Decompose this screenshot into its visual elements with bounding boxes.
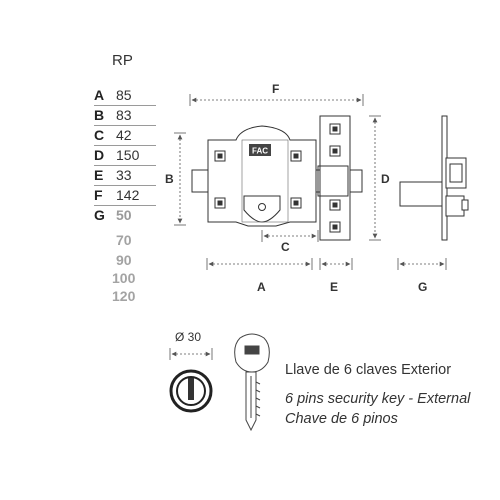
- dimension-lines: [174, 94, 447, 270]
- bolt-body: [207, 125, 317, 227]
- spec-row-e: E 33: [94, 166, 156, 186]
- spec-row-a: A 85: [94, 86, 156, 106]
- spec-row-f: F 142: [94, 186, 156, 206]
- spec-key: B: [94, 107, 105, 123]
- dim-label-e: E: [330, 280, 339, 294]
- spec-value: 42: [116, 127, 132, 143]
- bolt-side-view: [399, 115, 469, 241]
- spec-key: D: [94, 147, 105, 163]
- dim-label-d: D: [381, 172, 390, 186]
- spec-row-b: B 83: [94, 106, 156, 126]
- dim-label-c: C: [281, 240, 290, 254]
- spec-value: 150: [116, 147, 140, 163]
- spec-value: 33: [116, 167, 132, 183]
- spec-key: F: [94, 187, 103, 203]
- spec-row-g: G 50: [94, 206, 156, 225]
- g-value: 100: [112, 270, 136, 286]
- spec-key: G: [94, 207, 105, 223]
- spec-value: 50: [116, 207, 132, 223]
- g-value: 120: [112, 288, 136, 304]
- cylinder-view: [169, 348, 213, 413]
- spec-value: 83: [116, 107, 132, 123]
- spec-row-d: D 150: [94, 146, 156, 166]
- g-value: 90: [116, 252, 132, 268]
- spec-key: C: [94, 127, 105, 143]
- dim-label-b: B: [165, 172, 174, 186]
- cylinder-diameter: Ø 30: [175, 330, 202, 344]
- spec-value: 142: [116, 187, 140, 203]
- strike-plate: [319, 115, 351, 241]
- spec-key: A: [94, 87, 105, 103]
- screw-holes: [214, 123, 341, 233]
- dim-label-g: G: [418, 280, 428, 294]
- bolt-front-view: [191, 115, 363, 241]
- key-icon: [234, 333, 270, 432]
- key-description-en: 6 pins security key - External: [285, 391, 471, 407]
- spec-table: A 85 B 83 C 42 D 150 E 33 F 142 G 50: [94, 86, 156, 225]
- key-description-pt: Chave de 6 pinos: [285, 411, 398, 427]
- key-description-es: Llave de 6 claves Exterior: [285, 362, 452, 378]
- keyhole: [258, 203, 266, 211]
- model-title: RP: [112, 52, 133, 69]
- g-value: 70: [116, 232, 132, 248]
- dim-label-a: A: [257, 280, 266, 294]
- fac-logo-text: FAC: [252, 147, 268, 156]
- dim-label-f: F: [272, 82, 280, 96]
- fac-logo: [249, 144, 271, 156]
- spec-row-c: C 42: [94, 126, 156, 146]
- spec-value: 85: [116, 87, 132, 103]
- spec-key: E: [94, 167, 104, 183]
